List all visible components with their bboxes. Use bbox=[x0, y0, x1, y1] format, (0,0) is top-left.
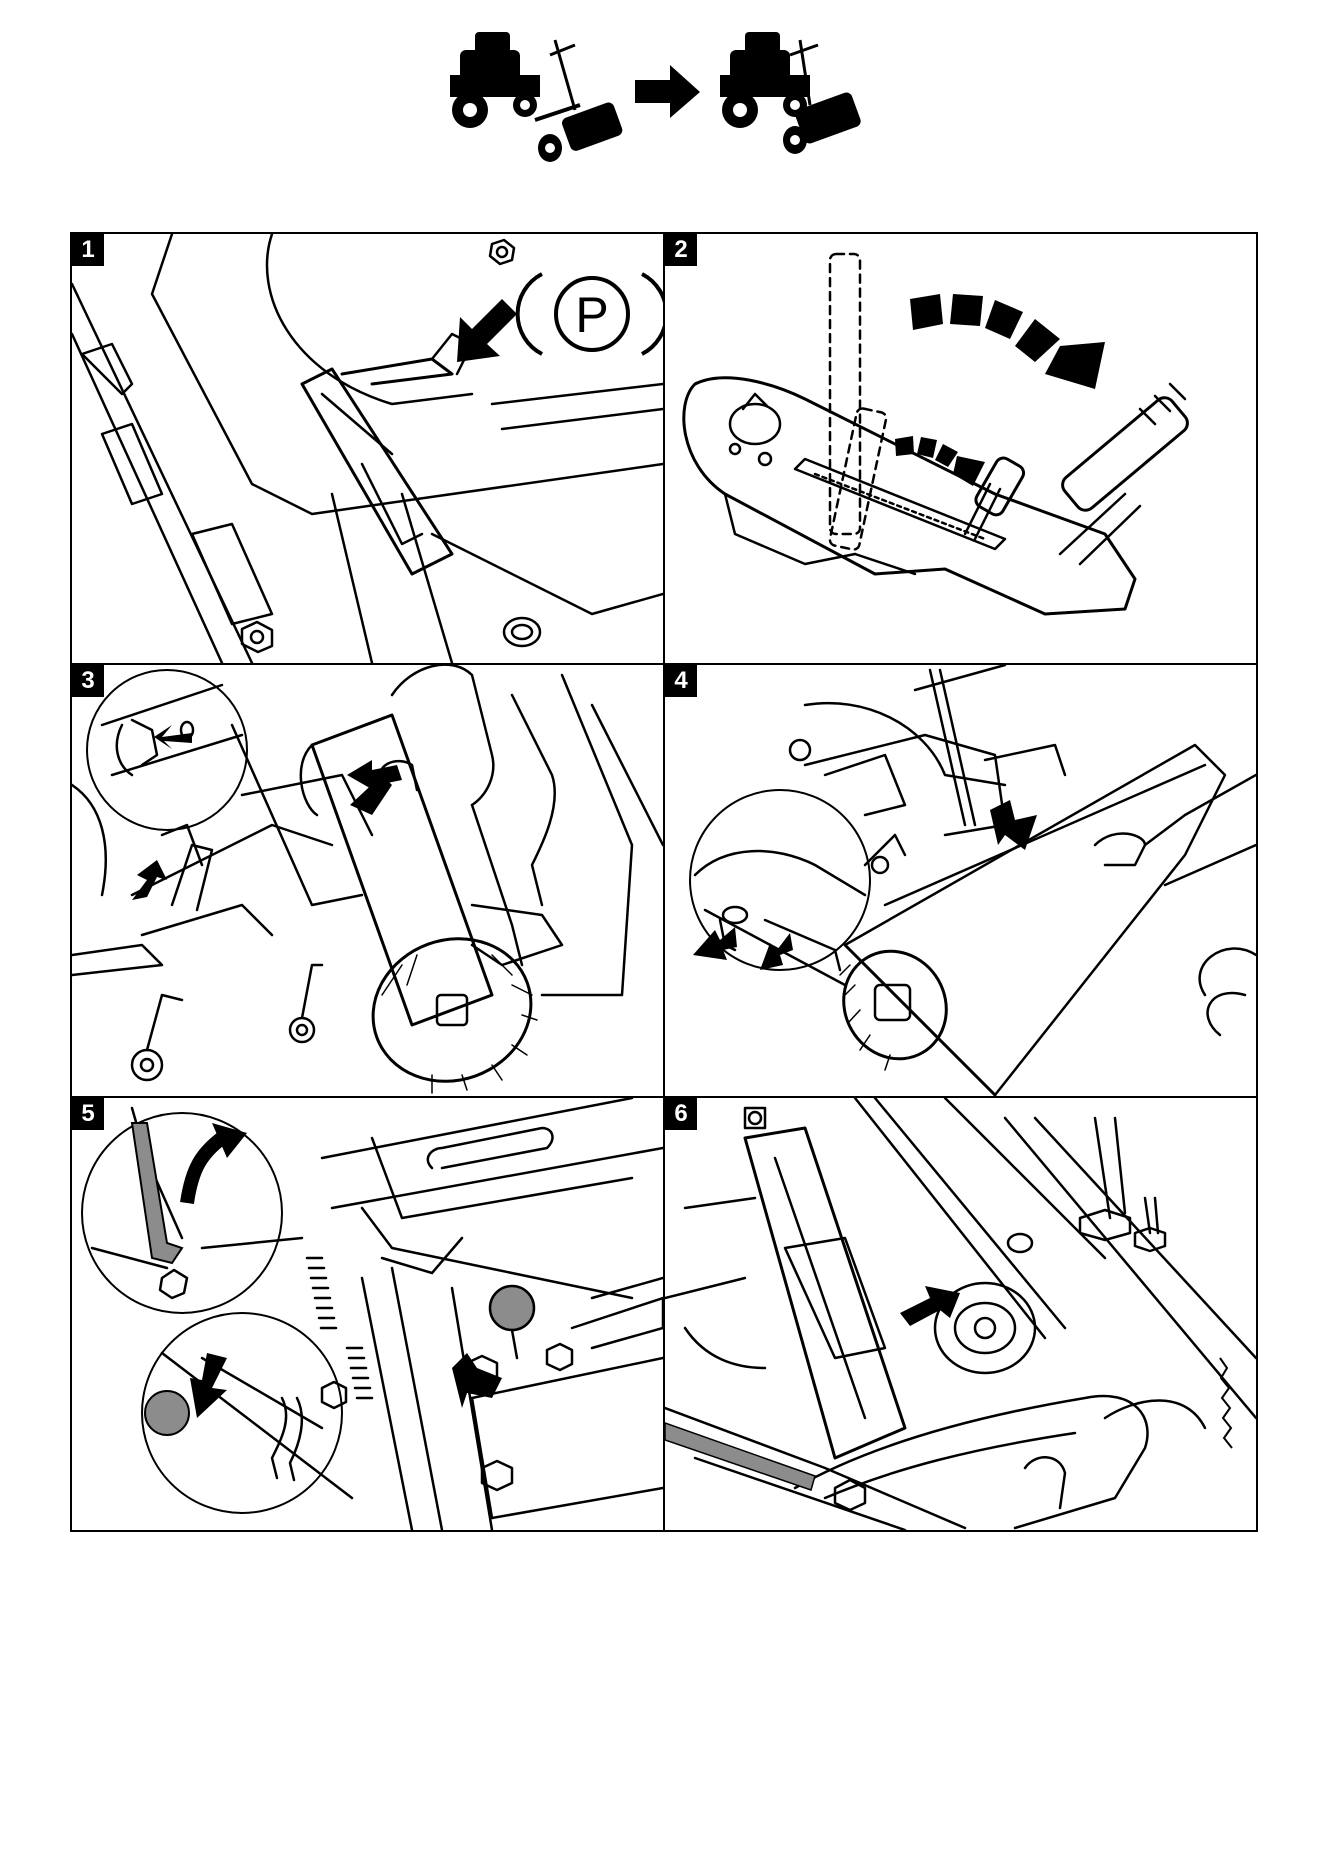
step-number-1: 1 bbox=[72, 234, 104, 266]
ride-on-mower-detached-sweeper-icon bbox=[450, 32, 624, 162]
parking-brake-icon: P bbox=[72, 234, 663, 663]
parking-symbol-label: P bbox=[575, 287, 608, 343]
step-panel-2: 2 bbox=[665, 234, 1256, 663]
step-number-6: 6 bbox=[665, 1098, 697, 1130]
right-arrow-icon bbox=[635, 65, 700, 118]
step-panel-6: 6 bbox=[665, 1098, 1256, 1530]
step-number-5: 5 bbox=[72, 1098, 104, 1130]
header-illustration bbox=[440, 20, 890, 170]
sweeper-attach-icon bbox=[72, 665, 663, 1096]
drive-belt-icon bbox=[665, 1098, 1256, 1530]
ride-on-mower-attached-sweeper-icon bbox=[720, 32, 862, 154]
step-number-4: 4 bbox=[665, 665, 697, 697]
step-number-3: 3 bbox=[72, 665, 104, 697]
step-number-2: 2 bbox=[665, 234, 697, 266]
step-panel-4: 4 bbox=[665, 665, 1256, 1096]
step-panel-5: 5 bbox=[72, 1098, 663, 1530]
step-panel-1: P 1 bbox=[72, 234, 663, 663]
step-panel-3: 3 bbox=[72, 665, 663, 1096]
lift-lever-icon bbox=[665, 234, 1256, 663]
parking-symbol: P bbox=[518, 274, 663, 354]
sweeper-push-icon bbox=[665, 665, 1256, 1096]
locking-pin-icon bbox=[72, 1098, 663, 1530]
